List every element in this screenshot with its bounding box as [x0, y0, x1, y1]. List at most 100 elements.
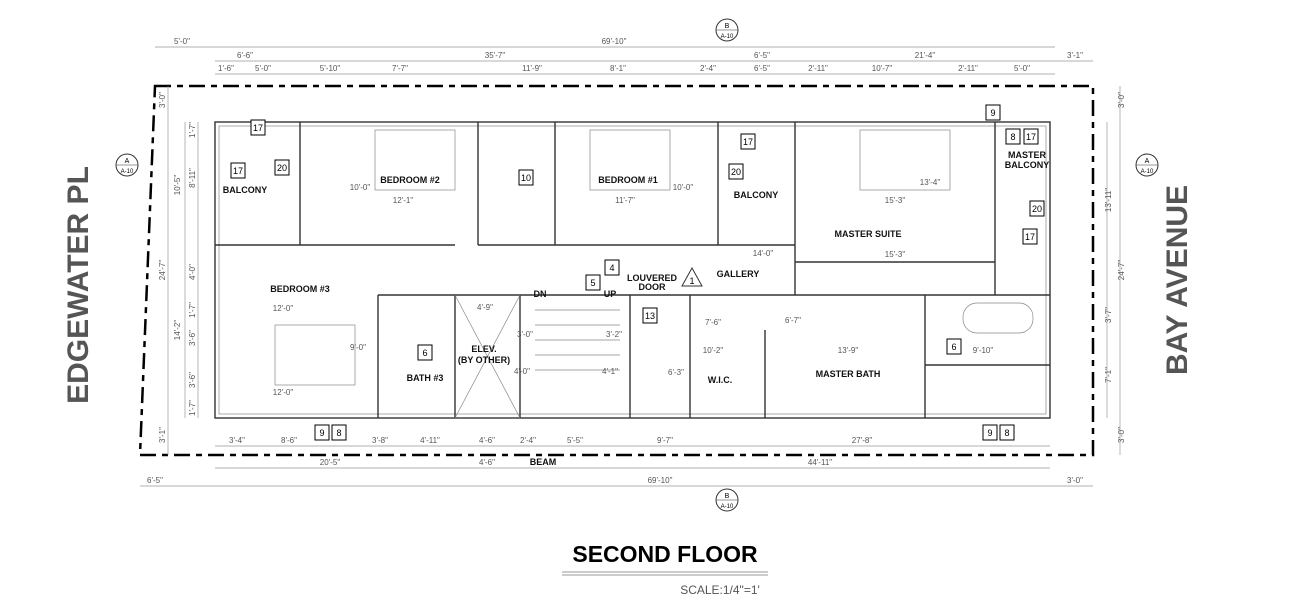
room-label: W.I.C.: [708, 375, 733, 385]
dimension-label: 5'-5": [567, 436, 583, 445]
dimension-label: 3'-6": [188, 330, 197, 346]
keynote-tag: 6: [417, 344, 433, 361]
dimension-label: 3'-4": [229, 436, 245, 445]
svg-text:17: 17: [253, 123, 263, 133]
svg-text:A-10: A-10: [721, 504, 734, 510]
dimension-label: 4'-11": [420, 436, 440, 445]
dimension-label: 1'-7": [188, 302, 197, 318]
svg-text:9: 9: [990, 108, 995, 118]
dimension-label: 3'-1": [158, 427, 167, 443]
svg-text:5: 5: [590, 278, 595, 288]
dimension-label: 3'-8": [372, 436, 388, 445]
dimension-label: 6'-5": [754, 51, 770, 60]
keynote-tag: 5: [585, 274, 601, 291]
dimension-lines: [140, 46, 1121, 487]
dimension-label: 3'-0": [517, 330, 533, 339]
dimension-label: 5'-10": [320, 64, 341, 73]
dimension-label: 10'-2": [703, 346, 724, 355]
room-label: MASTER: [1008, 150, 1047, 160]
room-label: MASTER SUITE: [834, 229, 901, 239]
dimension-label: 35'-7": [485, 51, 506, 60]
dimension-label: 12'-0": [273, 304, 294, 313]
dimension-label: 10'-5": [173, 175, 182, 196]
dimension-label: 3'-1": [1067, 51, 1083, 60]
svg-text:20: 20: [731, 167, 741, 177]
dimension-label: 9'-7": [657, 436, 673, 445]
dimension-label: 3'-0": [1067, 476, 1083, 485]
dimension-label: 4'-6": [479, 458, 495, 467]
svg-text:20: 20: [1032, 204, 1042, 214]
dimension-label: 10'-7": [872, 64, 893, 73]
revision-triangle: 1: [681, 266, 703, 287]
keynote-tag: 17: [230, 162, 246, 179]
dimension-label: 5'-0": [174, 37, 190, 46]
section-marker: A A-10: [115, 153, 139, 177]
room-label: BALCONY: [734, 190, 779, 200]
keynote-tag: 9: [982, 424, 998, 441]
street-label-right: BAY AVENUE: [1161, 185, 1194, 375]
keynote-tag: 4: [604, 259, 620, 276]
dimension-label: 6'-5": [147, 476, 163, 485]
svg-text:17: 17: [743, 137, 753, 147]
dimension-label: 8'-6": [281, 436, 297, 445]
svg-text:A: A: [125, 158, 130, 165]
dimension-label: 6'-3": [668, 368, 684, 377]
svg-text:9: 9: [987, 428, 992, 438]
dimension-label: 5'-0": [255, 64, 271, 73]
dimension-label: 69'-10": [648, 476, 673, 485]
svg-text:1: 1: [689, 276, 694, 286]
dimension-label: 8'-1": [610, 64, 626, 73]
keynote-tag: 20: [728, 163, 744, 180]
dimension-label: 1'-6": [218, 64, 234, 73]
svg-text:17: 17: [233, 166, 243, 176]
keynote-tag: 9: [985, 104, 1001, 121]
room-label: GALLERY: [717, 269, 760, 279]
svg-text:4: 4: [609, 263, 614, 273]
dimension-label: 69'-10": [602, 37, 627, 46]
room-label: BEDROOM #3: [270, 284, 330, 294]
walls: [214, 121, 1051, 419]
dimension-label: 1'-7": [188, 122, 197, 138]
dimension-label: 4'-1": [602, 367, 618, 376]
room-label: BALCONY: [223, 185, 268, 195]
room-label: DOOR: [639, 282, 667, 292]
room-label: BATH #3: [407, 373, 444, 383]
dimension-label: 14'-0": [753, 249, 774, 258]
room-label: LOUVERED: [627, 273, 678, 283]
room-label: (BY OTHER): [458, 355, 510, 365]
dimension-label: 6'-5": [754, 64, 770, 73]
keynote-tag: 8: [999, 424, 1015, 441]
section-marker: BA-10: [715, 18, 739, 42]
dimension-label: 9'-10": [973, 346, 994, 355]
dimension-label: 13'-9": [838, 346, 859, 355]
dimension-label: 21'-4": [915, 51, 936, 60]
dimension-label: 7'-7": [392, 64, 408, 73]
dimension-label: 12'-1": [393, 196, 414, 205]
keynote-tag: 10: [518, 169, 534, 186]
dimension-label: 27'-8": [852, 436, 873, 445]
dimension-label: 5'-0": [1014, 64, 1030, 73]
svg-text:17: 17: [1026, 132, 1036, 142]
dimension-label: 20'-5": [320, 458, 341, 467]
dimension-label: 6'-7": [785, 316, 801, 325]
dimension-label: 7'-1": [1104, 367, 1113, 383]
dimension-label: 3'-0": [1117, 92, 1126, 108]
dimension-label: 4'-0": [514, 367, 530, 376]
dimension-label: 2'-4": [520, 436, 536, 445]
dimension-label: 2'-4": [700, 64, 716, 73]
svg-text:8: 8: [336, 428, 341, 438]
dimension-label: 6'-6": [237, 51, 253, 60]
svg-text:A-10: A-10: [721, 34, 734, 40]
dimension-label: 3'-2": [606, 330, 622, 339]
svg-text:A-10: A-10: [121, 169, 134, 175]
svg-text:B: B: [725, 493, 730, 500]
keynote-tag: 17: [1022, 228, 1038, 245]
scale-label: SCALE:1/4"=1': [680, 583, 760, 597]
dimension-label: 9'-0": [350, 343, 366, 352]
dimension-label: 14'-2": [173, 320, 182, 341]
dimension-label: 2'-11": [808, 64, 828, 73]
dimension-label: 7'-6": [705, 318, 721, 327]
room-label: UP: [604, 289, 617, 299]
section-marker: AA-10: [1135, 153, 1159, 177]
room-label: DN: [534, 289, 547, 299]
